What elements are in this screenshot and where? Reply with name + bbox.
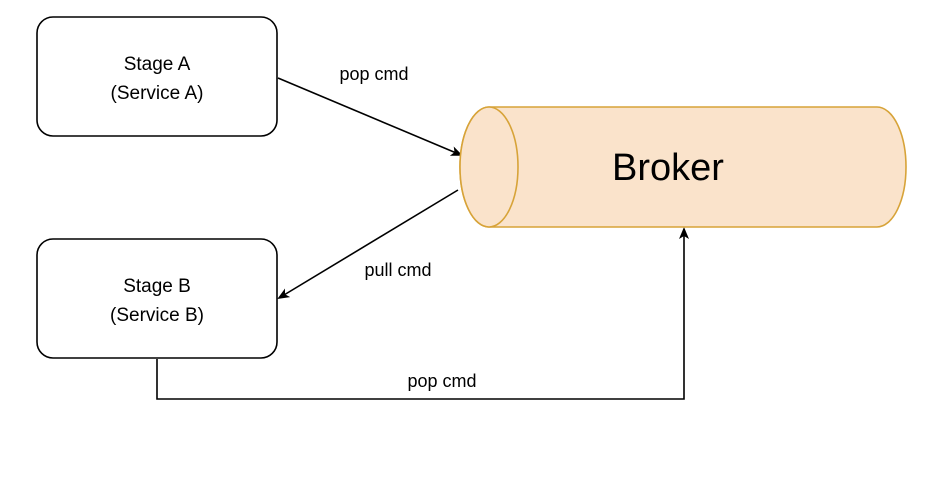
arrow-a-to-broker <box>277 77 463 156</box>
stage-a-subtitle: (Service A) <box>111 83 204 104</box>
stage-b-box <box>36 238 278 359</box>
arrow-b-to-broker <box>156 227 689 400</box>
edge-label-pop-cmd-a: pop cmd <box>339 64 408 84</box>
edge-label-pop-cmd-b: pop cmd <box>407 371 476 391</box>
stage-a-box <box>36 16 278 137</box>
edge-stage-b-to-broker: pop cmd <box>156 227 689 400</box>
arrow-broker-to-b <box>277 189 459 300</box>
edge-label-pull-cmd: pull cmd <box>364 260 431 280</box>
stage-b-title: Stage B <box>123 276 191 297</box>
stage-a-node[interactable]: Stage A (Service A) <box>36 16 278 137</box>
broker-node[interactable]: Broker <box>459 106 907 228</box>
edge-broker-to-stage-b: pull cmd <box>277 189 459 300</box>
stage-a-title: Stage A <box>124 54 191 75</box>
stage-b-node[interactable]: Stage B (Service B) <box>36 238 278 359</box>
broker-label: Broker <box>612 147 724 189</box>
broker-cylinder-cap <box>459 106 519 228</box>
edge-stage-a-to-broker: pop cmd <box>277 64 463 156</box>
stage-b-subtitle: (Service B) <box>110 305 204 326</box>
